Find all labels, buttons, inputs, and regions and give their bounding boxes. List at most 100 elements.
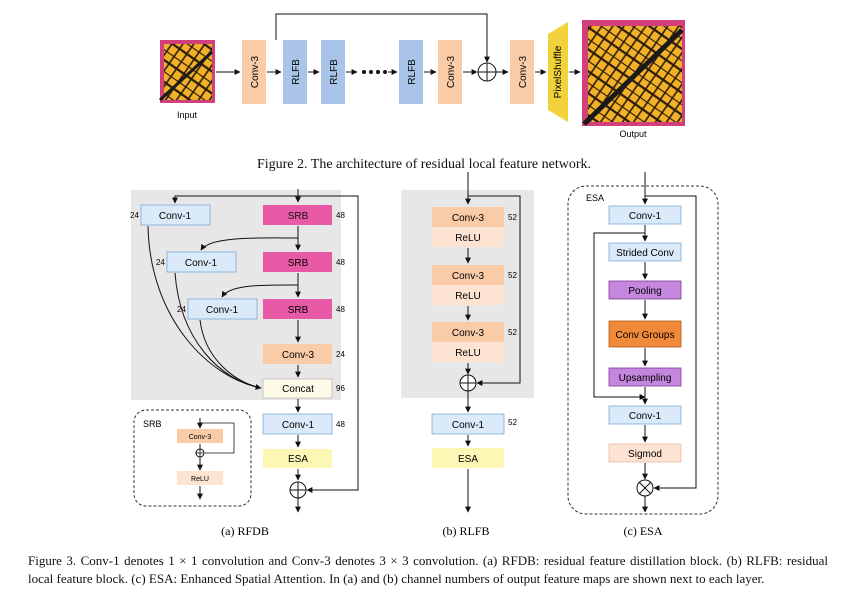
srb-inset-relu-label: ReLU (191, 476, 209, 483)
esa-strided-conv (608, 242, 682, 262)
esa-upsampling (608, 367, 682, 387)
rfdb-srb-1-label: SRB (288, 211, 309, 222)
esa-sublabel: (c) ESA (624, 524, 663, 538)
esa-sigmoid (608, 443, 682, 463)
conv3-mid-label: Conv-3 (446, 55, 457, 88)
global-skip-connection (275, 13, 490, 63)
rfdb-srb-2-channels: 48 (336, 258, 345, 267)
esa-outer-skip (645, 195, 697, 491)
esa-inner-skip (593, 232, 646, 400)
rfdb-srb-2-label: SRB (288, 258, 309, 269)
rfdb-concat (262, 378, 333, 399)
rlfb-channels-2: 52 (508, 271, 517, 280)
rlfb-block-3 (399, 40, 423, 104)
rfdb-srb-3 (263, 299, 332, 319)
esa-diagram: ESA Conv-1 Strided Conv Pooling Conv Gro… (567, 172, 719, 538)
esa-multiply-operator (636, 479, 654, 497)
srb-inset-title: SRB (143, 419, 162, 429)
esa-conv1-top-label: Conv-1 (629, 211, 662, 222)
rfdb-conv3 (263, 344, 332, 364)
conv3-tail-label: Conv-3 (518, 55, 529, 88)
output-butterfly-image (582, 20, 685, 126)
rfdb-conv1-2-label: Conv-1 (185, 258, 218, 269)
rlfb-channels-3: 52 (508, 328, 517, 337)
rlfb-block-2 (321, 40, 345, 104)
rfdb-esa-label: ESA (288, 454, 308, 465)
rfdb-branch-2 (200, 237, 299, 251)
rlfb-esa-label: ESA (458, 454, 478, 465)
rlfb-residual-connection (468, 195, 521, 386)
rfdb-diagram: SRB 48 Conv-1 24 SRB 48 Conv-1 24 SRB 48… (130, 189, 359, 538)
esa-conv1-bottom (608, 405, 682, 425)
pixelshuffle-block (548, 22, 568, 122)
rlfb-conv3-1-label: Conv-3 (452, 213, 485, 224)
rlfb-relu-3-label: ReLU (455, 348, 481, 359)
esa-pooling-label: Pooling (628, 286, 661, 297)
rfdb-conv1-final-channels: 48 (336, 420, 345, 429)
esa-strided-conv-label: Strided Conv (616, 248, 674, 259)
rfdb-srb-3-channels: 48 (336, 305, 345, 314)
esa-sigmoid-label: Sigmod (628, 449, 662, 460)
rfdb-srb-1 (263, 205, 332, 225)
rfdb-concat-channels: 96 (336, 384, 345, 393)
esa-title: ESA (586, 193, 604, 203)
rlfb-add-operator (459, 374, 477, 392)
srb-inset-conv3-label: Conv-3 (189, 434, 212, 441)
rfdb-feed-3 (199, 319, 262, 389)
rfdb-conv1-1-label: Conv-1 (159, 211, 192, 222)
esa-conv-groups (608, 320, 682, 348)
rfdb-conv1-3-label: Conv-1 (206, 305, 239, 316)
rlfb-conv1 (431, 413, 505, 435)
conv3-head-label: Conv-3 (250, 55, 261, 88)
rfdb-branch-3 (221, 284, 299, 298)
conv3-head (242, 40, 266, 104)
rfdb-concat-label: Concat (282, 384, 314, 395)
pixelshuffle-label: PixelShuffle (553, 45, 564, 98)
srb-inset-conv3 (177, 429, 223, 443)
ellipsis-dots (362, 70, 387, 74)
rlfb-block-2-label: RLFB (329, 59, 340, 85)
conv3-mid (438, 40, 462, 104)
input-label: Input (177, 110, 198, 120)
figure-2-architecture: Input Conv-3 RLFB RLFB RLFB Conv-3 (158, 13, 685, 139)
rfdb-conv1-3 (187, 298, 258, 320)
conv3-tail (510, 40, 534, 104)
rlfb-conv3-3-label: Conv-3 (452, 328, 485, 339)
rlfb-conv3-2-label: Conv-3 (452, 271, 485, 282)
esa-conv1-top (608, 205, 682, 225)
rlfb-block-1 (283, 40, 307, 104)
rfdb-conv1-1 (140, 204, 211, 226)
rlfb-conv3-2 (432, 265, 504, 285)
rlfb-block-1-label: RLFB (291, 59, 302, 85)
rlfb-relu-2 (432, 285, 504, 305)
rfdb-conv3-channels: 24 (336, 350, 345, 359)
rlfb-relu-3 (432, 342, 504, 362)
rfdb-conv1-2-channels: 24 (156, 258, 165, 267)
rlfb-esa (432, 448, 504, 468)
srb-inset-relu (177, 471, 223, 485)
rfdb-srb-2 (263, 252, 332, 272)
rlfb-relu-2-label: ReLU (455, 291, 481, 302)
esa-pooling (608, 280, 682, 300)
rfdb-conv1-final-label: Conv-1 (282, 420, 315, 431)
rfdb-srb-1-channels: 48 (336, 211, 345, 220)
rlfb-channels-1: 52 (508, 213, 517, 222)
srb-inset-skip (200, 422, 235, 454)
rlfb-conv1-label: Conv-1 (452, 420, 485, 431)
figure-2-caption: Figure 2. The architecture of residual l… (256, 157, 592, 172)
rfdb-sublabel: (a) RFDB (221, 524, 269, 538)
rlfb-relu-1-label: ReLU (455, 233, 481, 244)
rfdb-conv1-2 (166, 251, 237, 273)
esa-conv-groups-label: Conv Groups (616, 330, 675, 341)
rlfb-relu-1 (432, 227, 504, 247)
output-label: Output (619, 129, 647, 139)
rfdb-add-operator (289, 481, 307, 499)
add-operator-global (477, 62, 497, 82)
rlfb-conv3-1 (432, 207, 504, 227)
rlfb-diagram: Conv-3 ReLU 52 Conv-3 ReLU 52 Conv-3 ReL… (401, 172, 534, 538)
rfdb-conv1-1-channels: 24 (130, 211, 139, 220)
rlfb-conv3-3 (432, 322, 504, 342)
rfdb-conv3-label: Conv-3 (282, 350, 315, 361)
srb-inset-box (133, 409, 252, 507)
